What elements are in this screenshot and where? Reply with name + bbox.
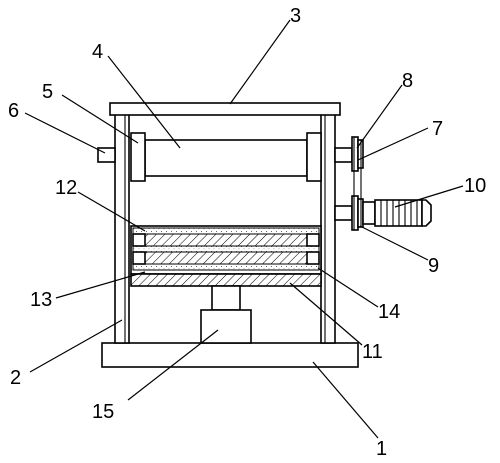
callout-3: 3 [290,5,301,27]
callout-labels: 1 2 3 4 5 6 7 8 9 10 11 12 13 14 15 [8,5,486,460]
leader-14 [317,267,379,308]
support-plate [130,273,322,287]
leader-7 [357,127,429,161]
left-shaft-stub [97,147,116,163]
base-plate [101,342,359,368]
leader-4 [107,55,181,149]
callout-1: 1 [376,438,387,460]
leader-1 [312,361,379,439]
leader-11 [289,282,363,346]
support-column-neck [211,285,241,311]
motor-end-cap [421,199,432,227]
leader-12 [77,191,146,232]
tray-left-spacer-blocks [132,233,146,265]
leader-lines [24,19,464,439]
upper-pulley [351,136,359,172]
tray-lower-pressing-plate [144,251,308,265]
left-frame-post [114,113,130,344]
right-frame-post [320,113,336,344]
leader-15 [127,329,219,401]
motor-fins [380,200,418,226]
leader-13 [55,271,146,299]
leader-8 [356,84,403,149]
callout-4: 4 [92,41,103,63]
upper-right-shaft [334,147,353,163]
leader-2 [29,319,123,373]
motor-coupling [362,201,376,225]
callout-2: 2 [10,367,21,389]
tray-upper-pressing-plate [144,233,308,247]
callout-15: 15 [92,401,114,423]
callout-6: 6 [8,100,19,122]
right-bearing-block [306,132,322,182]
callout-7: 7 [432,118,443,140]
leader-10 [394,185,464,208]
callout-8: 8 [402,70,413,92]
callout-14: 14 [378,301,400,323]
left-bearing-block [130,132,146,182]
top-beam [109,102,341,116]
leader-6 [24,112,106,154]
callout-13: 13 [30,289,52,311]
upper-roller [144,139,308,177]
leader-9 [359,225,429,261]
callout-9: 9 [428,255,439,277]
tray-right-spacer-blocks [306,233,320,265]
lower-pulley [351,195,359,231]
tray-middle-layer [132,245,320,253]
callout-10: 10 [464,175,486,197]
leader-5 [61,94,139,144]
callout-12: 12 [55,177,77,199]
leader-3 [229,19,291,105]
tray-bottom-layer [132,263,320,271]
tray-top-layer [132,227,320,235]
callout-5: 5 [42,81,53,103]
lower-right-shaft [334,205,353,221]
callout-11: 11 [362,341,383,363]
